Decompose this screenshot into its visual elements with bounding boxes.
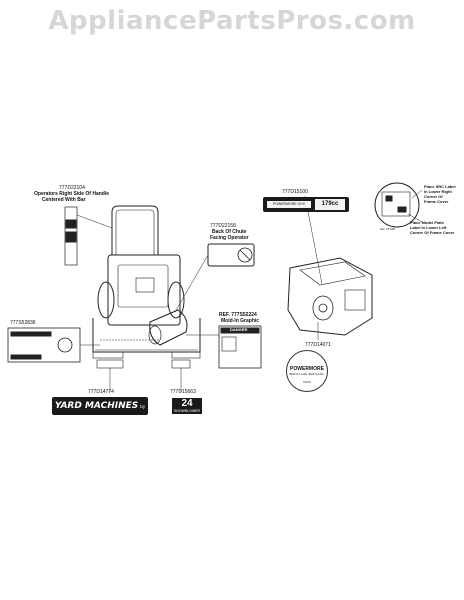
chute-note-line1: Back Of Chute: [212, 229, 247, 235]
powermore-logo-text: POWERMORE: [290, 366, 324, 372]
yard-machines-by: by MTD: [95, 404, 146, 428]
wheel-left: [97, 281, 115, 319]
handle-note-line2: Centered With Bar: [42, 197, 86, 203]
ser-note: Ser. Of Mdl: [380, 227, 396, 231]
yard-machines-text: YARD MACHINES: [54, 401, 139, 411]
ref-note: Mold-In Graphic: [221, 318, 260, 324]
danger-heading: DANGER: [230, 327, 248, 332]
src-note-line2: In Lower Right: [424, 189, 452, 194]
part-number-chute: 777D22158: [210, 223, 236, 229]
part-number-engine-cover: 777D14071: [305, 342, 331, 348]
powermore-logo-decal: POWERMORE Built for work. Built for life…: [286, 350, 328, 392]
chute-note-line2: Facing Operator: [210, 235, 249, 241]
size-decal-text: SNOWBLOWER: [173, 409, 201, 413]
body-outline: [107, 254, 181, 326]
powermore-logo-num: XXXX: [302, 380, 311, 384]
engine-label-cc: 179cc: [315, 199, 345, 210]
engine: [287, 257, 373, 336]
part-number-yard-machines: 777D14774: [88, 389, 114, 395]
model-note-line3: Corner Of Frame Cover: [410, 230, 455, 235]
size-decal-number: 24: [181, 398, 193, 409]
src-note-line4: Frame Cover: [424, 199, 449, 204]
handle-outline: [111, 205, 159, 255]
ref-part-number: REF. 777S52224: [219, 312, 257, 318]
model-note-line1: Place Model Plate: [410, 220, 444, 225]
watermark: AppliancePartsPros.com: [48, 6, 416, 36]
size-decal: 24 SNOWBLOWER: [172, 398, 202, 414]
part-number-handle: 777D22104: [59, 185, 85, 191]
part-number-size: 777D15663: [170, 389, 196, 395]
handle-label-strip: [64, 206, 78, 266]
inset-frame-cover: [374, 182, 420, 228]
engine-label-decal: POWERMORE OHV 179cc: [263, 197, 349, 212]
engine-label-brand: POWERMORE OHV: [267, 201, 311, 208]
part-number-engine-label: 777D15100: [282, 189, 308, 195]
src-note-line1: Place SRC Label: [424, 184, 456, 189]
auger-housing: [92, 318, 201, 353]
handle-note-line1: Operators Right Side Of Handle: [34, 191, 110, 197]
powermore-logo-sub: Built for work. Built for life.: [289, 372, 325, 376]
model-note-line2: Label In Lower Left: [410, 225, 447, 230]
part-number-left-panel: 777S52836: [10, 320, 36, 326]
chute: [149, 309, 188, 346]
src-note-line3: Corner Of: [424, 194, 443, 199]
wheel-right: [167, 281, 185, 319]
